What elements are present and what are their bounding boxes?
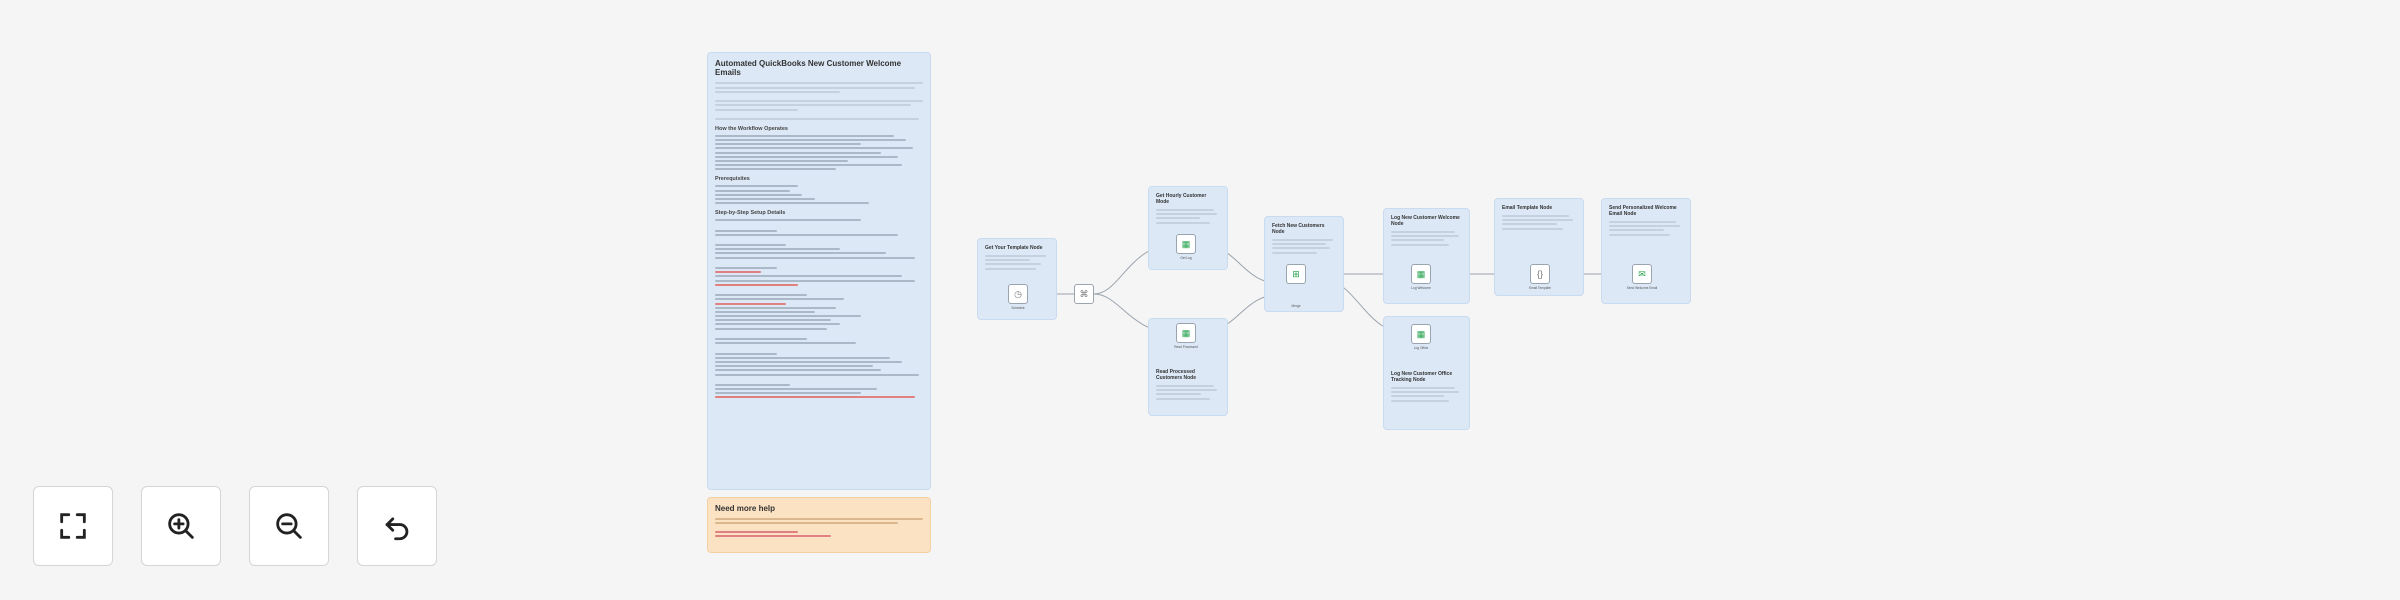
merge-node[interactable]: ⊞ (1286, 264, 1306, 284)
zoom-in-icon (168, 513, 194, 539)
send-email-label: Send Welcome Email (1626, 286, 1658, 290)
filter-node[interactable]: ⌘ (1074, 284, 1094, 304)
note-send-welcome[interactable]: Send Personalized Welcome Email Node (1601, 198, 1691, 304)
log-welcome-label: Log Welcome (1411, 286, 1431, 290)
log-office-node[interactable]: ▦ (1411, 324, 1431, 344)
help-sticky-note[interactable]: Need more help (707, 497, 931, 553)
log-welcome-node[interactable]: ▦ (1411, 264, 1431, 284)
fullscreen-icon (60, 513, 86, 539)
log-office-label: Log Office (1413, 346, 1429, 350)
fit-view-button[interactable] (33, 486, 113, 566)
sheets-icon: ▦ (1416, 268, 1426, 279)
merge-label: Merge (1291, 304, 1301, 308)
schedule-node-label: Schedule (1011, 306, 1025, 310)
help-note-title: Need more help (715, 504, 776, 513)
setup-heading: Step-by-Step Setup Details (715, 210, 786, 217)
get-log-label: Get Log (1180, 256, 1192, 260)
note-get-log[interactable]: Get Hourly Customer Mode (1148, 186, 1228, 270)
prerequisites-heading: Prerequisites (715, 176, 750, 183)
main-note-title: Automated QuickBooks New Customer Welcom… (715, 59, 902, 78)
main-sticky-note[interactable]: Automated QuickBooks New Customer Welcom… (707, 52, 931, 490)
how-it-works-heading: How the Workflow Operates (715, 125, 788, 132)
read-processed-node[interactable]: ▦ (1176, 323, 1196, 343)
zoom-in-button[interactable] (141, 486, 221, 566)
send-email-node[interactable]: ✉ (1632, 264, 1652, 284)
zoom-out-button[interactable] (249, 486, 329, 566)
get-log-node[interactable]: ▦ (1176, 234, 1196, 254)
note-log-welcome[interactable]: Log New Customer Welcome Node (1383, 208, 1470, 304)
sheets-icon: ▦ (1181, 238, 1191, 249)
email-template-label: Email Template (1529, 286, 1551, 290)
note-get-template[interactable]: Get Your Template Node (977, 238, 1057, 320)
email-template-node[interactable]: {} (1530, 264, 1550, 284)
undo-icon (385, 517, 409, 541)
mail-icon: ✉ (1638, 268, 1646, 279)
zoom-out-icon (276, 513, 302, 539)
merge-icon: ⊞ (1292, 268, 1300, 279)
sheets-icon: ▦ (1416, 328, 1426, 339)
clock-icon: ◷ (1014, 288, 1022, 299)
code-icon: {} (1536, 268, 1543, 279)
sheets-icon: ▦ (1181, 327, 1191, 338)
code-icon: ⌘ (1079, 288, 1089, 299)
schedule-trigger-node[interactable]: ◷ (1008, 284, 1028, 304)
read-processed-label: Read Processed (1174, 345, 1198, 349)
reset-zoom-button[interactable] (357, 486, 437, 566)
